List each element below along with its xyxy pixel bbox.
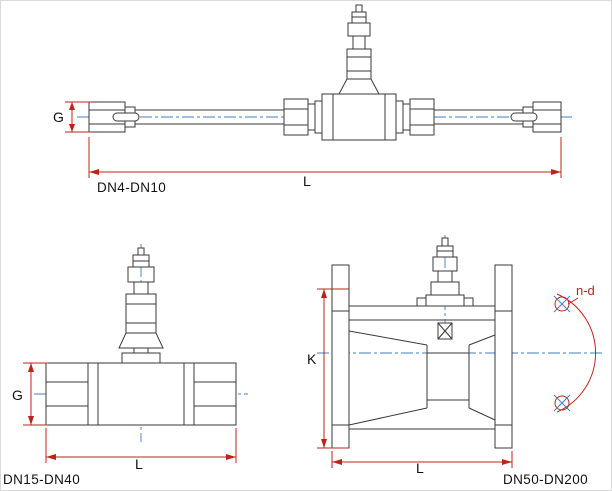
bolt-hole-bottom (554, 395, 570, 411)
figure-label-dn15-dn40: DN15-DN40 (3, 472, 80, 487)
dimension-l: L (45, 428, 237, 472)
meter-body-threaded-inline (88, 93, 562, 141)
figure-label-dn4-dn10: DN4-DN10 (97, 180, 166, 195)
dimension-g: G (53, 101, 91, 133)
dim-label-l: L (303, 173, 311, 189)
dimension-k: K (307, 288, 349, 449)
bolt-circle: n-d (553, 283, 597, 413)
dim-label-l: L (416, 460, 424, 476)
sensor-assembly (338, 4, 380, 95)
figure-label-dn50-dn200: DN50-DN200 (503, 472, 588, 487)
dim-label-k: K (307, 351, 317, 367)
bolt-note-label: n-d (576, 283, 595, 298)
meter-body-compact (45, 352, 237, 426)
figure-dn50-dn200: K L n-d DN50-DN200 (307, 235, 602, 487)
dim-label-g: G (12, 387, 23, 403)
figure-dn4-dn10: G L DN4-DN10 (53, 4, 573, 195)
meter-body-flanged (331, 264, 513, 449)
dimension-l: L (88, 137, 562, 189)
bolt-hole-top (554, 296, 570, 312)
dim-label-g: G (53, 109, 64, 125)
dimension-l: L (331, 451, 513, 476)
sensor-assembly (118, 247, 164, 364)
dimension-g: G (12, 362, 48, 426)
sensor-assembly (416, 237, 474, 307)
dim-label-l: L (135, 456, 143, 472)
figure-dn15-dn40: G L DN15-DN40 (3, 244, 248, 487)
